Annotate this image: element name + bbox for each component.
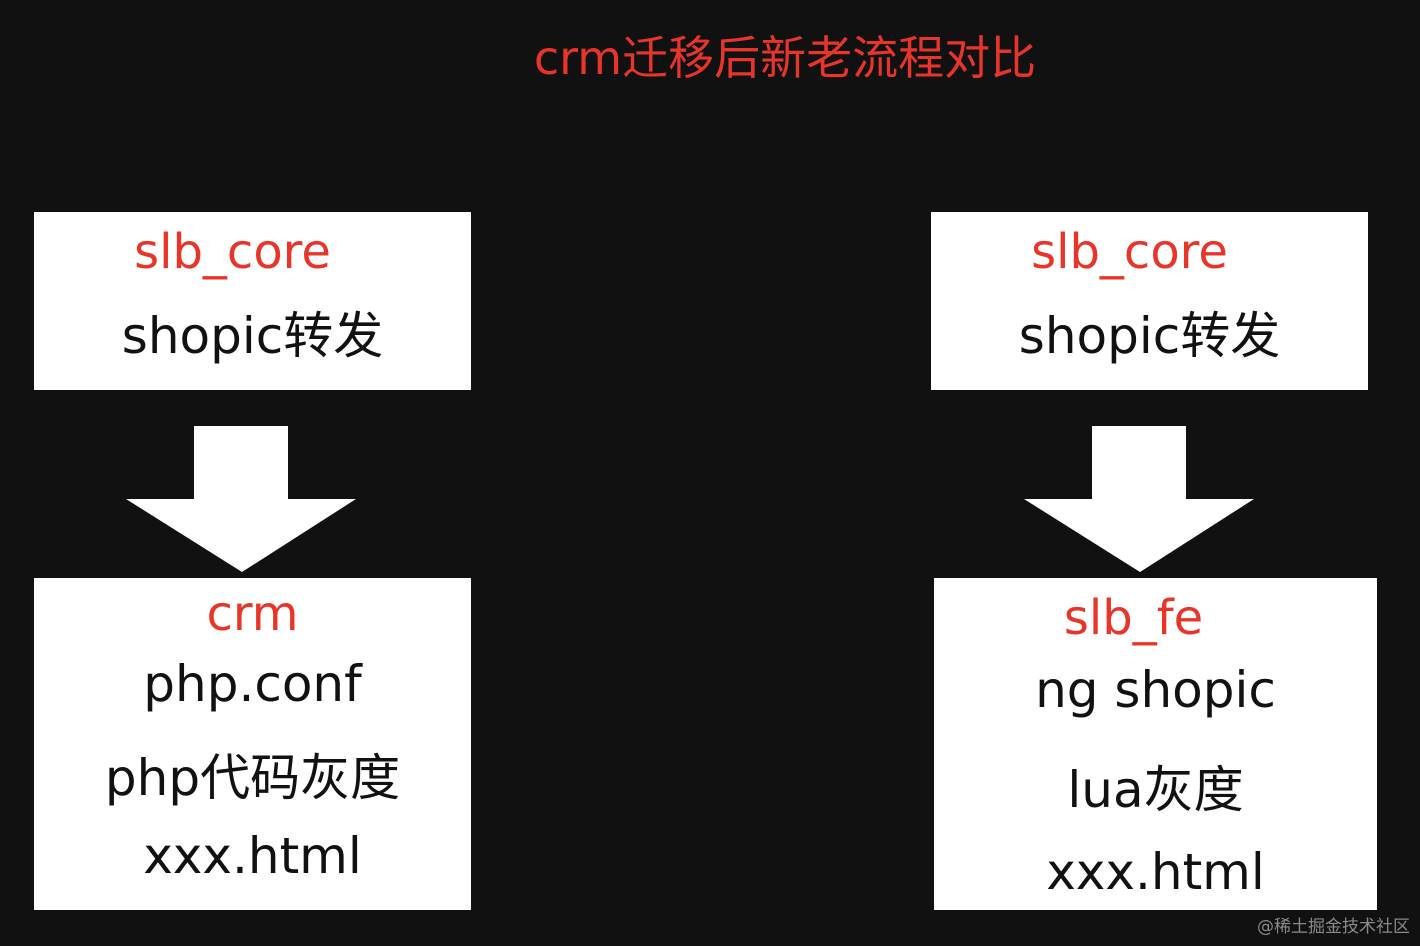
left-bottom-box-line-3: xxx.html: [143, 827, 362, 885]
left-top-box-line-1: shopic转发: [121, 307, 384, 365]
right-bottom-box-line-3: xxx.html: [1046, 843, 1265, 901]
watermark: @稀土掘金技术社区: [1257, 917, 1410, 937]
left-bottom-box-line-2: php代码灰度: [104, 749, 401, 807]
left-top-box: slb_core shopic转发: [34, 212, 471, 390]
left-down-arrow-icon: [126, 426, 356, 572]
left-bottom-box-header: crm: [206, 586, 299, 642]
left-top-box-header: slb_core: [134, 224, 331, 280]
right-top-box-header: slb_core: [1031, 224, 1228, 280]
diagram-title: crm迁移后新老流程对比: [533, 31, 1037, 85]
right-bottom-box-line-1: ng shopic: [1035, 661, 1276, 719]
left-bottom-box: crm php.conf php代码灰度 xxx.html: [34, 578, 471, 910]
right-bottom-box-line-2: lua灰度: [1067, 761, 1244, 819]
right-bottom-box-header: slb_fe: [1063, 590, 1204, 646]
right-top-box: slb_core shopic转发: [931, 212, 1368, 390]
left-bottom-box-line-1: php.conf: [143, 655, 362, 713]
right-top-box-line-1: shopic转发: [1018, 307, 1281, 365]
right-down-arrow-icon: [1024, 426, 1254, 572]
right-bottom-box: slb_fe ng shopic lua灰度 xxx.html: [934, 578, 1377, 910]
